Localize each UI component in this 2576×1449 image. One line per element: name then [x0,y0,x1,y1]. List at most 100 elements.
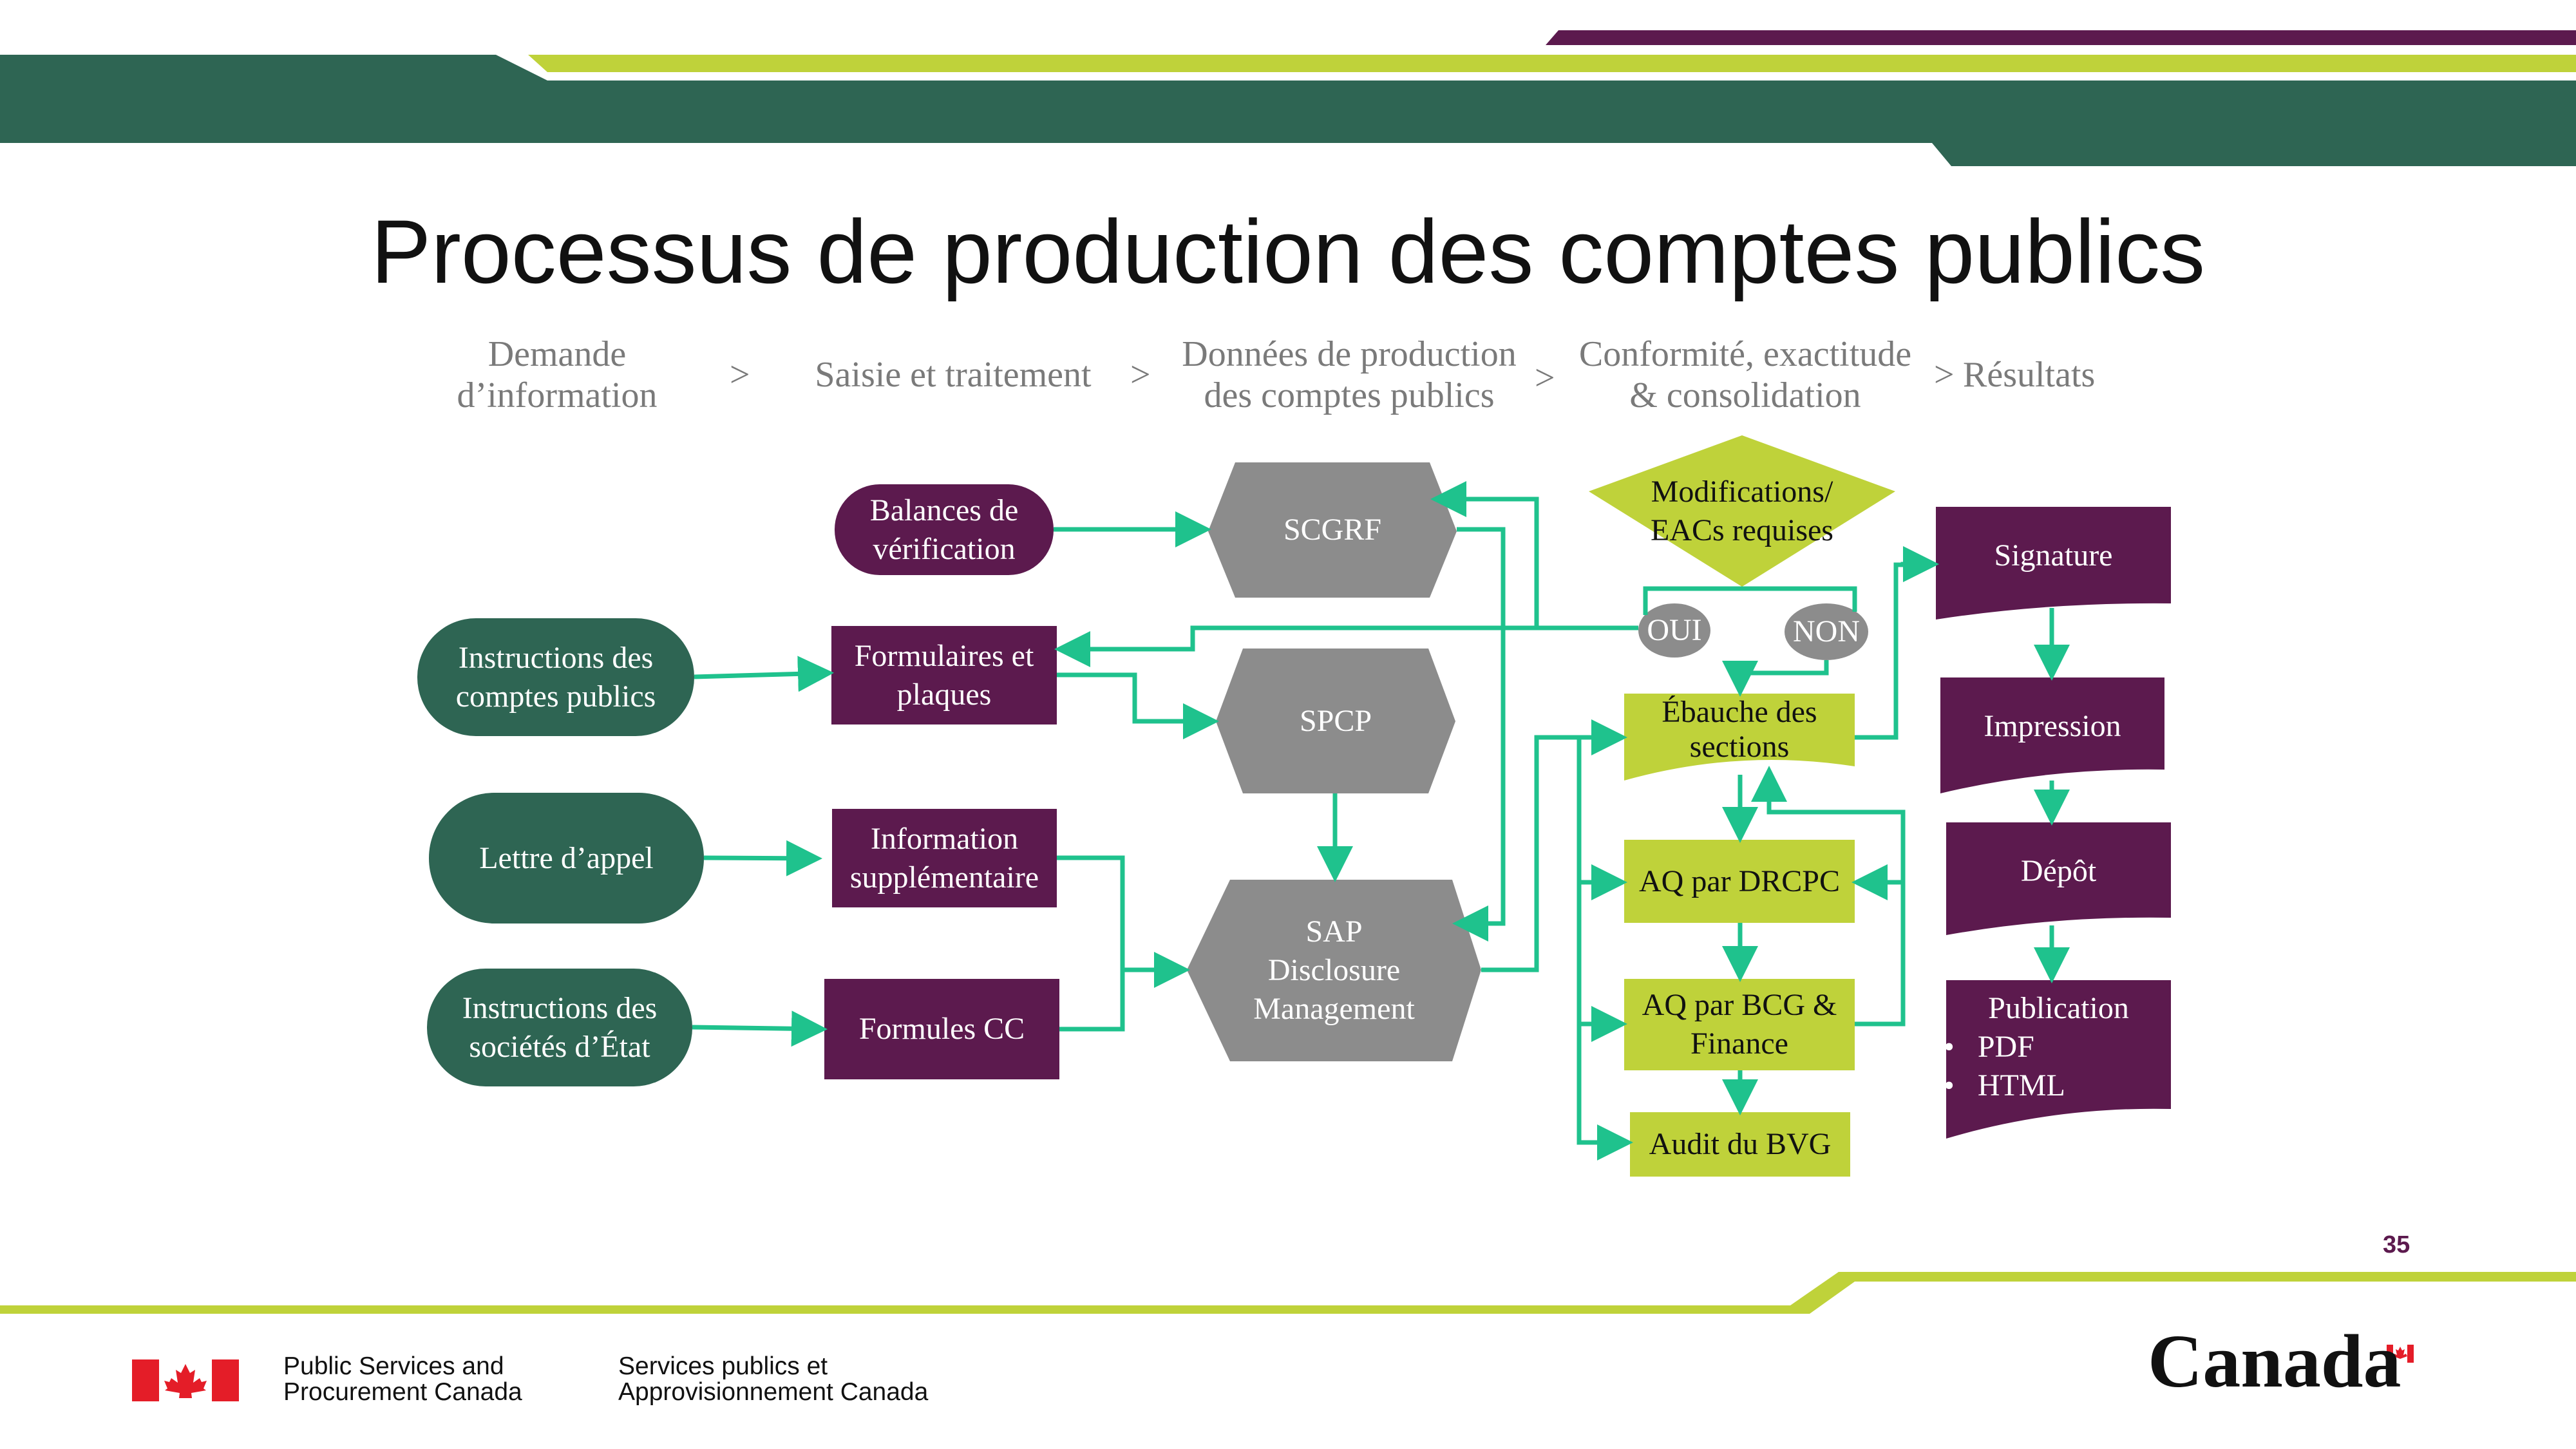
node-scgrf: SCGRF [1208,462,1457,598]
impression-line1: Impression [1984,708,2121,743]
arrow-bcg-loop [1751,766,1906,1027]
node-impression: Impression [1940,686,2164,766]
sap-line3: Management [1253,992,1415,1026]
node-aq-bcg-shape [1624,979,1855,1070]
ebauche-line2: sections [1689,730,1790,764]
arrow-societes-to-formules [692,1010,828,1047]
stage-demande-line2: d’information [457,375,658,415]
node-balances: Balances de vérification [835,484,1054,575]
node-depot-shape [1946,822,2171,935]
information-sup-line2: supplémentaire [849,860,1039,895]
scgrf-line1: SCGRF [1283,513,1382,547]
node-information-sup: Information supplémentaire [832,809,1057,907]
wordmark-flag-icon [2387,1345,2414,1363]
node-publication-shape [1946,980,2171,1139]
node-oui-shape [1638,603,1710,658]
stage-separator-2: > [1130,355,1151,395]
stage-separator-1: > [730,355,750,395]
node-formules-cc-shape [824,979,1059,1079]
audit-bvg-line1: Audit du BVG [1649,1127,1832,1161]
header-lime-stripe [528,55,2576,72]
oui-line1: OUI [1647,613,1702,647]
node-lettre-appel: Lettre d’appel [429,793,704,923]
node-formulaires-shape [831,626,1057,724]
publication-bullet-html: HTML [1977,1068,2065,1103]
modifications-line2: EACs requises [1651,513,1833,547]
dept-name-en-line1: Public Services and [283,1352,504,1380]
node-signature: Signature [1936,515,2171,596]
node-audit-bvg-shape [1630,1112,1850,1177]
instructions-comptes-line2: comptes publics [455,679,656,714]
node-instructions-comptes-shape [417,618,694,736]
node-scgrf-shape [1208,462,1457,598]
publication-bullet-1: • PDF [1944,1030,2034,1064]
dept-name-fr-line2: Approvisionnement Canada [618,1378,929,1406]
stage-conformite-line1: Conformité, exactitude [1578,334,1912,374]
information-sup-line1: Information [870,821,1019,856]
node-information-sup-shape [832,809,1057,907]
node-formules-cc: Formules CC [824,979,1059,1079]
node-non-shape [1785,603,1868,660]
header-green-band [0,55,2576,166]
balances-line1: Balances de [869,493,1019,527]
header-purple-stripe [1546,30,2576,45]
node-spcp-shape [1216,649,1455,793]
node-oui: OUI [1638,603,1710,658]
node-ebauche-shape [1624,694,1855,781]
node-depot: Dépôt [1946,831,2171,911]
publication-bullet-2: • HTML [1944,1068,2065,1103]
non-line1: NON [1793,614,1860,649]
arrow-information-to-sap [1057,855,1190,988]
node-modifications: Modifications/EACs requises [1589,453,1895,569]
aq-bcg-line2: Finance [1690,1027,1788,1061]
formulaires-line1: Formulaires et [854,638,1034,673]
sap-line1: SAP [1305,914,1363,949]
arrow-instructions-to-formulaires [694,656,834,692]
depot-line1: Dépôt [2020,853,2097,888]
arrow-formulaires-to-spcp [1057,672,1219,739]
arrow-diamond-to-oui [1643,586,1857,615]
canada-wordmark: Canada [2148,1319,2401,1403]
node-non: NON [1785,603,1868,660]
arrow-bus-vertical [1577,737,1633,1160]
lettre-appel-line1: Lettre d’appel [479,840,654,875]
page-title: Processus de production des comptes publ… [370,201,2206,302]
node-formulaires: Formulaires et plaques [831,626,1057,724]
arrow-sap-to-qa-column [1481,735,1579,972]
stage-resultats: Résultats [1963,354,2117,395]
stage-donnees: Données de production des comptes public… [1166,334,1533,416]
balances-line2: vérification [873,531,1016,566]
node-balances-shape [835,484,1054,575]
stage-donnees-line2: des comptes publics [1204,375,1495,415]
stage-conformite: Conformité, exactitude & consolidation [1565,334,1926,416]
stage-separator-3: > [1535,358,1555,398]
modifications-line1: Modifications/ [1651,475,1833,509]
node-modifications-shape [1589,435,1895,587]
canada-flag-logo [132,1359,239,1401]
footer-lime-band [0,1272,2576,1314]
node-aq-drcpc-shape [1624,840,1855,923]
stage-donnees-line1: Données de production [1182,334,1517,374]
formules-cc-line1: Formules CC [858,1012,1025,1046]
stage-separator-4: > [1934,355,1955,395]
formulaires-line2: plaques [896,677,992,712]
arrow-scgrf-to-sap [1452,527,1506,942]
dept-name-en-line2: Procurement Canada [283,1378,522,1406]
stage-resultats-line1: Résultats [1963,355,2096,395]
node-signature-shape [1936,507,2171,620]
node-sap-shape [1187,880,1481,1061]
ebauche-line1: Ébauche des [1662,695,1817,729]
dept-name-fr-line1: Services publics et [618,1352,828,1380]
instructions-societes-line1: Instructions des [462,990,658,1025]
dept-name-en: Public Services and Procurement Canada [283,1354,522,1405]
node-lettre-appel-shape [429,793,704,923]
node-instructions-societes-shape [427,969,692,1086]
aq-drcpc-line1: AQ par DRCPC [1638,864,1841,898]
arrow-formules-to-sap [1059,970,1125,1032]
